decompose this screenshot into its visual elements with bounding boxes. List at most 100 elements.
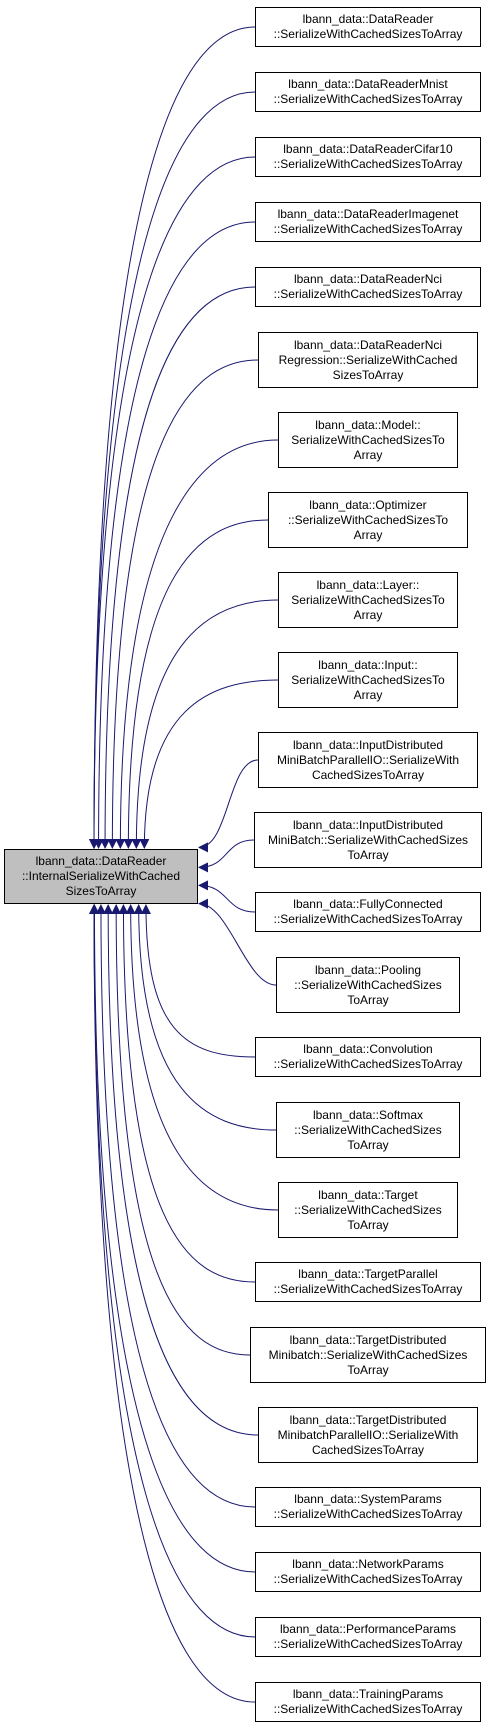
caller-function-node[interactable]: lbann_data::Softmax::SerializeWithCached…	[276, 1102, 460, 1158]
caller-function-node-label-line: lbann_data::InputDistributed	[292, 737, 444, 752]
caller-function-node-label: lbann_data::DataReaderCifar10::Serialize…	[274, 142, 463, 172]
call-edge	[198, 839, 255, 873]
call-edge	[140, 904, 256, 1058]
caller-function-node-label-line: ::SerializeWithCachedSizesToArray	[273, 27, 463, 41]
caller-function-node-label-line: ::SerializeWithCachedSizes	[294, 1202, 442, 1217]
caller-function-node-label-line: MinibatchParallelIO::SerializeWith	[277, 1427, 459, 1442]
caller-function-node-label-line: lbann_data::TrainingParams	[292, 1687, 444, 1701]
caller-function-node-label: lbann_data::PerformanceParams::Serialize…	[274, 1622, 463, 1652]
caller-function-node-label: lbann_data::DataReaderMnist::SerializeWi…	[274, 77, 463, 107]
caller-function-node[interactable]: lbann_data::DataReaderImagenet::Serializ…	[255, 202, 481, 242]
edges	[89, 26, 279, 1703]
call-edge	[111, 904, 251, 1356]
caller-function-node-label-line: lbann_data::Optimizer	[309, 497, 427, 512]
caller-function-node[interactable]: lbann_data::Model::SerializeWithCachedSi…	[278, 412, 458, 468]
caller-function-node-label: lbann_data::Softmax::SerializeWithCached…	[294, 1108, 441, 1153]
caller-function-node-label-line: lbann_data::Input::	[318, 657, 418, 672]
caller-function-node-label-line: Array	[353, 607, 383, 622]
caller-function-node-label-line: lbann_data::DataReaderCifar10	[283, 142, 453, 156]
caller-function-node-label-line: ToArray	[347, 847, 389, 862]
caller-function-node-label-line: SerializeWithCachedSizesTo	[291, 432, 445, 447]
caller-function-node[interactable]: lbann_data::Pooling::SerializeWithCached…	[276, 957, 460, 1013]
caller-function-node-label-line: CachedSizesToArray	[311, 1442, 425, 1457]
caller-function-node-label-line: Regression::SerializeWithCached	[278, 352, 458, 367]
caller-function-node[interactable]: lbann_data::Target::SerializeWithCachedS…	[278, 1182, 458, 1238]
caller-function-node[interactable]: lbann_data::NetworkParams::SerializeWith…	[255, 1552, 481, 1592]
call-edge	[89, 904, 256, 1573]
call-edge	[89, 904, 256, 1703]
caller-function-node-label-line: lbann_data::TargetParallel	[298, 1267, 438, 1281]
call-edge	[198, 898, 277, 986]
caller-function-node-label: lbann_data::Optimizer::SerializeWithCach…	[288, 498, 448, 543]
caller-function-node-label-line: MiniBatch::SerializeWithCachedSizes	[267, 832, 469, 847]
call-edge	[198, 759, 259, 853]
caller-function-node[interactable]: lbann_data::DataReader::SerializeWithCac…	[255, 7, 481, 47]
call-edge	[89, 904, 256, 1638]
call-edge	[115, 439, 279, 849]
caller-function-node-label-line: ::SerializeWithCachedSizes	[294, 977, 442, 992]
caller-function-node[interactable]: lbann_data::DataReaderCifar10::Serialize…	[255, 137, 481, 177]
caller-function-node[interactable]: lbann_data::Input::SerializeWithCachedSi…	[278, 652, 458, 708]
caller-function-node-label-line: ::SerializeWithCachedSizesToArray	[273, 1507, 463, 1521]
caller-function-node[interactable]: lbann_data::Optimizer::SerializeWithCach…	[268, 492, 468, 548]
caller-function-node-label-line: ::SerializeWithCachedSizesToArray	[273, 1057, 463, 1071]
caller-function-node-label: lbann_data::DataReaderNci::SerializeWith…	[274, 272, 463, 302]
caller-function-node-label-line: lbann_data::NetworkParams	[292, 1557, 444, 1571]
caller-function-node-label-line: ToArray	[347, 1362, 389, 1377]
call-edge	[89, 91, 256, 849]
call-edge	[198, 880, 256, 913]
caller-function-node-label-line: ::SerializeWithCachedSizesToArray	[273, 287, 463, 301]
caller-function-node-label-line: ToArray	[347, 992, 389, 1007]
caller-function-node-label-line: ::SerializeWithCachedSizesToArray	[273, 1572, 463, 1586]
caller-function-node[interactable]: lbann_data::DataReaderMnist::SerializeWi…	[255, 72, 481, 112]
caller-function-node-label-line: SerializeWithCachedSizesTo	[291, 592, 445, 607]
call-edge	[89, 26, 256, 849]
caller-function-node[interactable]: lbann_data::SystemParams::SerializeWithC…	[255, 1487, 481, 1527]
caller-function-node-label: lbann_data::Target::SerializeWithCachedS…	[294, 1188, 441, 1233]
caller-function-node-label-line: lbann_data::Layer::	[316, 577, 420, 592]
call-edge	[89, 156, 256, 849]
caller-function-node-label: lbann_data::Input::SerializeWithCachedSi…	[291, 658, 444, 703]
caller-function-node-label-line: lbann_data::DataReaderNci	[293, 272, 443, 286]
caller-function-node-label-line: ::SerializeWithCachedSizesToArray	[273, 222, 463, 236]
caller-function-node-label-line: CachedSizesToArray	[311, 767, 425, 782]
caller-function-node-label-line: ::SerializeWithCachedSizesToArray	[273, 92, 463, 106]
call-edge	[131, 599, 279, 849]
caller-function-node[interactable]: lbann_data::FullyConnected::SerializeWit…	[255, 892, 481, 932]
call-edge	[103, 904, 259, 1436]
caller-function-node-label: lbann_data::Convolution::SerializeWithCa…	[274, 1042, 463, 1072]
caller-function-node[interactable]: lbann_data::PerformanceParams::Serialize…	[255, 1617, 481, 1657]
root-function-node: lbann_data::DataReader::InternalSerializ…	[4, 849, 198, 904]
caller-function-node[interactable]: lbann_data::Convolution::SerializeWithCa…	[255, 1037, 481, 1077]
caller-function-node-label-line: SerializeWithCachedSizesTo	[291, 672, 445, 687]
root-function-node-label-line: SizesToArray	[65, 884, 137, 898]
root-function-node-label-line: lbann_data::DataReader	[35, 854, 167, 868]
caller-function-node-label-line: lbann_data::InputDistributed	[292, 817, 444, 832]
caller-function-node[interactable]: lbann_data::TrainingParams::SerializeWit…	[255, 1682, 481, 1722]
caller-function-node-label-line: SizesToArray	[332, 367, 404, 382]
caller-function-node-label-line: lbann_data::SystemParams	[294, 1492, 442, 1506]
caller-function-node-label-line: ::SerializeWithCachedSizesTo	[287, 512, 449, 527]
caller-function-node-label-line: lbann_data::Model::	[315, 417, 421, 432]
caller-function-node-label-line: MiniBatchParallelIO::SerializeWith	[276, 752, 460, 767]
caller-function-node[interactable]: lbann_data::Layer::SerializeWithCachedSi…	[278, 572, 458, 628]
call-edge	[133, 904, 277, 1131]
call-edge	[100, 286, 256, 849]
caller-function-node-label-line: lbann_data::Pooling	[314, 962, 422, 977]
caller-function-node-label: lbann_data::TargetParallel::SerializeWit…	[274, 1267, 463, 1297]
caller-function-node[interactable]: lbann_data::TargetParallel::SerializeWit…	[255, 1262, 481, 1302]
call-edge	[93, 221, 256, 849]
caller-function-node-label-line: Minibatch::SerializeWithCachedSizes	[268, 1347, 468, 1362]
caller-function-node[interactable]: lbann_data::DataReaderNci::SerializeWith…	[255, 267, 481, 307]
caller-function-node-label: lbann_data::FullyConnected::SerializeWit…	[274, 897, 463, 927]
caller-function-node-label: lbann_data::NetworkParams::SerializeWith…	[274, 1557, 463, 1587]
caller-function-node-label: lbann_data::Layer::SerializeWithCachedSi…	[291, 578, 444, 623]
